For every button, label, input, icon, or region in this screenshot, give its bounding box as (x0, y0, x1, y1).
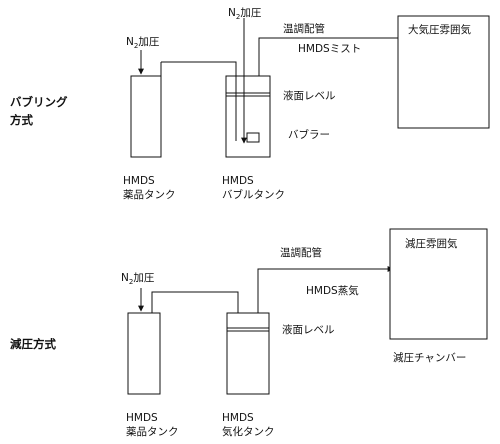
bubbling-heated-pipe (258, 35, 409, 76)
bubbling-bubble-tank (225, 75, 271, 158)
bubbling-atmosphere-box (397, 15, 490, 129)
bubbling-method-label-1: バブリング (10, 95, 68, 109)
reduced-atmosphere-label: 減圧雰囲気 (405, 237, 458, 250)
bubbling-chemical-tank (130, 75, 162, 158)
bubbling-heated-pipe-label: 温調配管 (283, 22, 325, 35)
bubbling-liquid-level-label: 液面レベル (283, 89, 336, 102)
reduced-heated-pipe (257, 266, 394, 313)
reduced-chamber-label: 減圧チャンバー (393, 351, 466, 364)
bubbling-bubble-tank-label-1: HMDS (222, 175, 254, 187)
reduced-transfer-pipe (151, 291, 239, 382)
reduced-chemical-tank-label-1: HMDS (126, 412, 158, 424)
reduced-chemical-tank-label-2: 薬品タンク (126, 426, 179, 438)
reduced-vapor-tank (226, 312, 270, 395)
reduced-vapor-tank-label-2: 気化タンク (222, 425, 275, 438)
reduced-liquid-level-label: 液面レベル (282, 323, 335, 336)
bubbling-bubble-tank-label-2: バブルタンク (222, 188, 285, 201)
bubbling-section: バブリング 方式 N2加圧 HMDS 薬品タンク HMDS バブルタンク N2加… (10, 7, 490, 201)
reduced-chamber-box (389, 228, 488, 340)
bubbling-transfer-pipe (161, 61, 237, 141)
bubbling-atmosphere-label: 大気圧雰囲気 (408, 23, 471, 36)
reduced-vapor-label: HMDS蒸気 (306, 284, 359, 297)
bubbling-chemical-tank-label-2: 薬品タンク (123, 189, 176, 201)
reduced-section: 減圧方式 N2加圧 HMDS 薬品タンク HMDS 気化タンク 温調配管 HMD… (10, 228, 488, 438)
bubbling-chemical-tank-label-1: HMDS (123, 175, 155, 187)
n2-pressure-label-reduced: N2加圧 (121, 272, 155, 286)
reduced-method-label: 減圧方式 (10, 337, 56, 351)
reduced-heated-pipe-label: 温調配管 (280, 246, 322, 259)
reduced-chemical-tank (127, 312, 161, 395)
bubbling-mist-label: HMDSミスト (298, 43, 361, 55)
bubbler-label: バブラー (288, 128, 330, 141)
bubbler-element (246, 132, 260, 143)
n2-pressure-label-top: N2加圧 (228, 7, 262, 21)
n2-pressure-label-left: N2加圧 (126, 36, 160, 50)
bubbling-method-label-2: 方式 (10, 113, 33, 127)
reduced-vapor-tank-label-1: HMDS (222, 412, 254, 424)
